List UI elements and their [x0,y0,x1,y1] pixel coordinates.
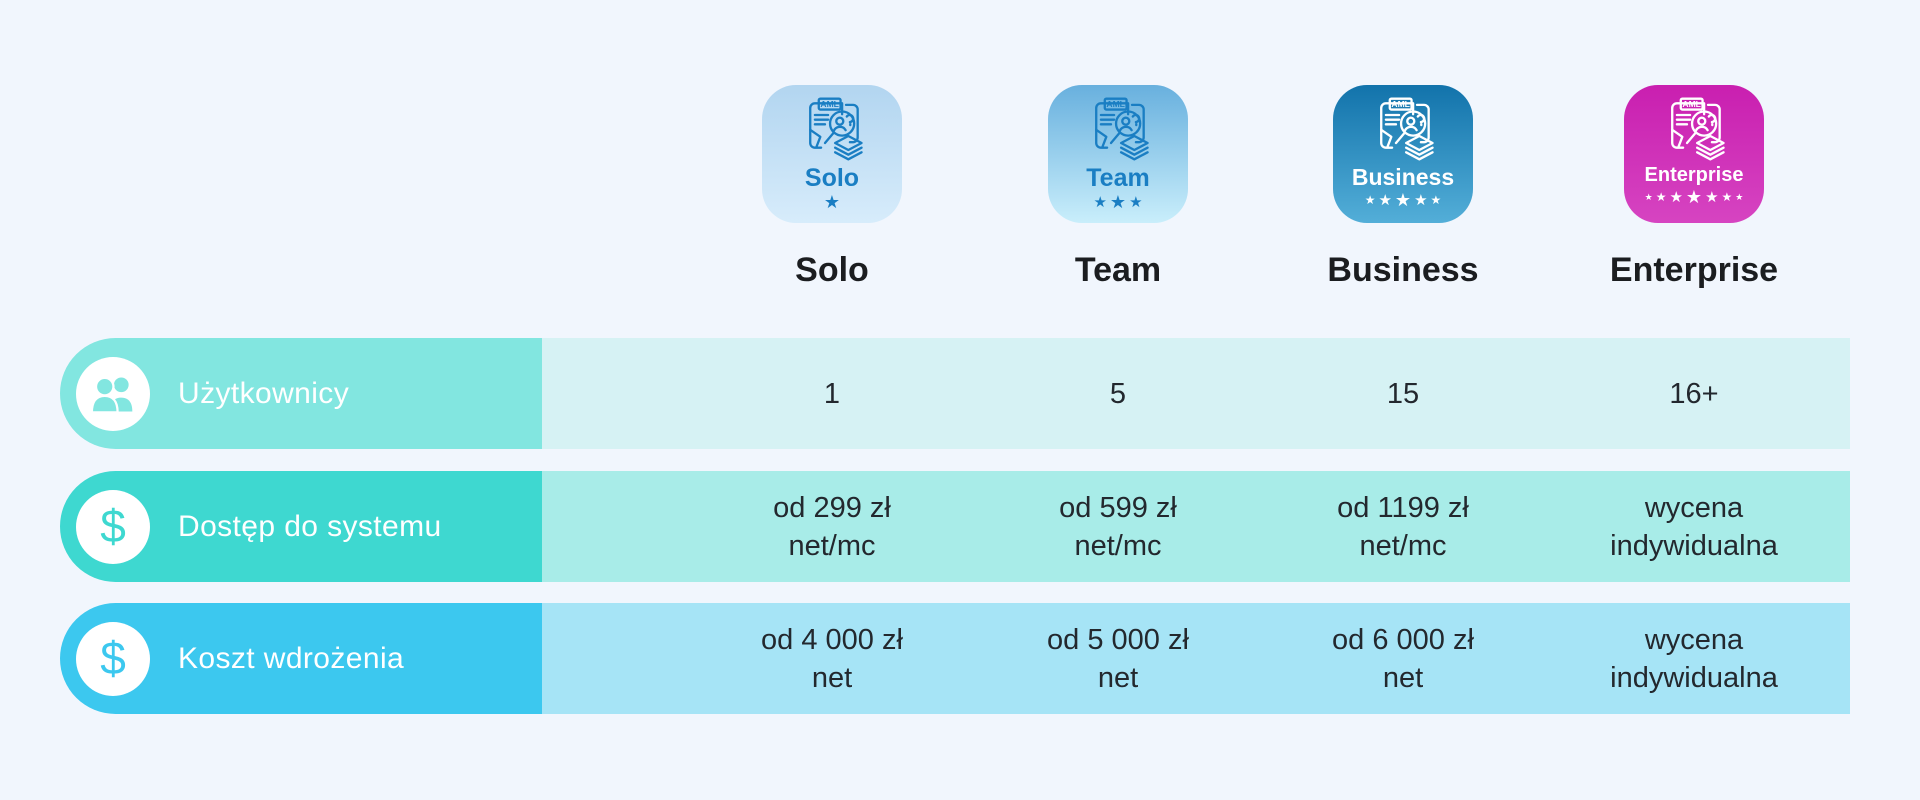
plan-badge-team: AML Team ★★★ [1048,85,1188,223]
aml-icon-label: AML [1391,99,1410,109]
cell-users-solo: 1 [823,377,841,410]
badge-name: Enterprise [1644,164,1744,186]
dollar-icon: $ [100,631,126,684]
row-label: Koszt wdrożenia [178,641,405,675]
column-header-team: Team [1074,251,1162,289]
star-icon: ★ [1109,192,1127,213]
aml-document-icon: AML [809,97,863,161]
star-icon: ★ [1721,190,1733,204]
plan-badge-solo: AML Solo ★ [762,85,902,223]
star-icon: ★ [1669,188,1683,206]
star-rating: ★★★★★★★ [1645,186,1744,208]
star-icon: ★ [1414,191,1428,209]
star-icon: ★ [1129,193,1143,211]
star-icon: ★ [1705,188,1719,206]
aml-document-icon: AML [1671,97,1725,161]
star-rating: ★★★ [1093,191,1142,213]
row-label: Dostęp do systemu [178,509,442,543]
row-header: Użytkownicy [60,338,542,449]
star-icon: ★ [1735,191,1744,202]
users-icon [90,376,133,414]
aml-icon-label: AML [1682,99,1701,109]
star-icon: ★ [1093,193,1107,211]
star-icon: ★ [1378,191,1392,209]
table-row-users: Użytkownicy 1 5 15 16+ [60,338,1850,449]
cell-users-business: 15 [1386,377,1420,410]
plan-badge-enterprise: AML Enterprise ★★★★★★★ [1624,85,1764,223]
column-header-enterprise: Enterprise [1609,251,1779,289]
star-icon: ★ [1685,187,1703,207]
aml-icon-label: AML [1106,99,1125,109]
badge-name: Business [1351,164,1455,190]
cell-users-enterprise: 16+ [1669,377,1719,410]
dollar-icon-circle: $ [76,621,150,696]
star-rating: ★★★★★ [1365,189,1442,211]
row-label: Użytkownicy [178,376,350,410]
star-icon: ★ [1430,193,1442,208]
star-rating: ★ [824,191,840,213]
row-header: $ Koszt wdrożenia [60,603,542,714]
row-values: 1 5 15 16+ [542,338,1850,449]
badge-name: Team [1086,164,1150,192]
plan-badge-business: AML Business ★★★★★ [1333,85,1473,223]
aml-icon-label: AML [820,99,839,109]
aml-document-icon: AML [1380,97,1434,161]
dollar-icon-circle: $ [76,489,150,564]
star-icon: ★ [1394,190,1412,211]
aml-document-icon: AML [1095,97,1149,161]
users-icon-circle [76,356,150,431]
column-header-solo: Solo [795,251,869,289]
star-icon: ★ [1655,190,1667,204]
badge-name: Solo [804,164,860,192]
star-icon: ★ [823,192,841,213]
star-icon: ★ [1364,193,1376,208]
star-icon: ★ [1644,191,1653,202]
cell-users-team: 5 [1109,377,1127,410]
row-header: $ Dostęp do systemu [60,471,542,582]
dollar-icon: $ [100,499,126,552]
column-header-business: Business [1327,251,1479,289]
